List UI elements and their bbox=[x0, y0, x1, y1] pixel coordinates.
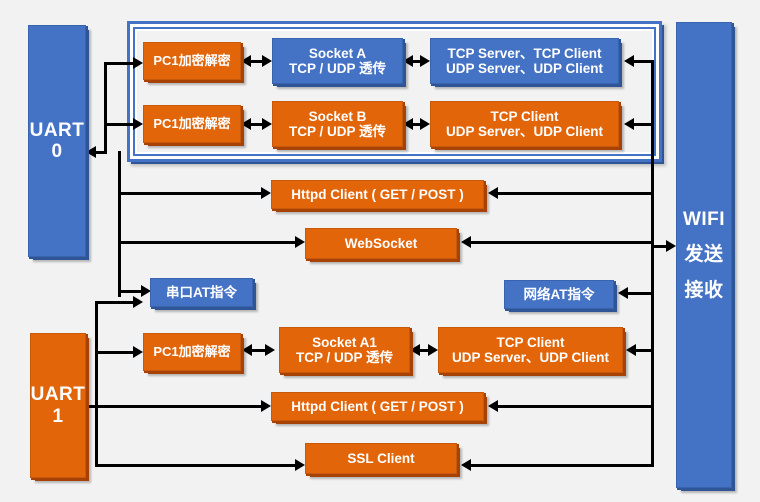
uart1-crypto-in-line bbox=[95, 351, 138, 354]
uart0-websocket-in-arrow bbox=[295, 236, 305, 248]
uart1-at-feed-line bbox=[95, 301, 138, 304]
uart0-label-line2: 0 bbox=[51, 141, 63, 162]
uart0-row2-link2-arrow-right bbox=[420, 118, 430, 130]
uart0-row2-link1 bbox=[248, 123, 268, 126]
wifi-to-network-at-line bbox=[627, 292, 653, 295]
uart1-label-line2: 1 bbox=[52, 405, 64, 427]
wifi-label-line2: 发送 bbox=[684, 244, 724, 266]
serial-at-command[interactable]: 串口AT指令 bbox=[150, 278, 253, 307]
uart0-row2-in-line bbox=[104, 123, 138, 126]
uart0-pillar[interactable]: UART 0 bbox=[28, 25, 86, 257]
uart1-pc1-crypto[interactable]: PC1加密解密 bbox=[143, 333, 241, 371]
uart0-row1-link1-arrow-left bbox=[241, 55, 251, 67]
uart1-label-line1: UART bbox=[30, 384, 86, 406]
uart0-websocket[interactable]: WebSocket bbox=[305, 228, 457, 259]
uart1-ssl-client[interactable]: SSL Client bbox=[305, 443, 457, 474]
uart1-socket-a1[interactable]: Socket A1 TCP / UDP 透传 bbox=[279, 327, 410, 373]
uart1-link2-arrow-left bbox=[410, 344, 420, 356]
uart0-row1-tcp-udp-roles[interactable]: TCP Server、TCP Client UDP Server、UDP Cli… bbox=[430, 38, 619, 84]
uart0-httpd-in-arrow bbox=[261, 187, 271, 199]
wifi-to-websocket-line bbox=[470, 241, 653, 244]
uart1-link2 bbox=[418, 349, 434, 352]
wifi-to-network-at-arrow bbox=[618, 287, 628, 299]
uart0-row2-link2 bbox=[410, 123, 426, 126]
wifi-right-trunk bbox=[651, 60, 654, 467]
wifi-pillar[interactable]: WIFI 发送 接收 bbox=[676, 22, 732, 488]
uart1-left-trunk bbox=[95, 301, 98, 465]
uart0-row1-in-arrow bbox=[133, 57, 143, 69]
wifi-label-line3: 接收 bbox=[684, 279, 724, 301]
wifi-to-row2-line bbox=[633, 123, 653, 126]
wifi-to-uart1-httpd-arrow bbox=[488, 400, 498, 412]
wifi-to-row1-arrow bbox=[624, 55, 634, 67]
wifi-to-row2-arrow bbox=[624, 118, 634, 130]
uart1-httpd-in-arrow bbox=[261, 400, 271, 412]
uart0-row2-link2-arrow-left bbox=[403, 118, 413, 130]
uart1-link1-arrow-left bbox=[242, 344, 252, 356]
serial-at-in-line bbox=[118, 290, 146, 293]
wifi-to-httpd-arrow bbox=[488, 187, 498, 199]
uart0-row2-pc1-crypto[interactable]: PC1加密解密 bbox=[143, 105, 241, 143]
uart0-return-arrow bbox=[86, 146, 96, 158]
uart0-row1-link1-arrow-right bbox=[262, 55, 272, 67]
uart0-httpd-client[interactable]: Httpd Client ( GET / POST ) bbox=[271, 180, 484, 209]
uart1-link1-arrow-right bbox=[265, 344, 275, 356]
uart1-link1 bbox=[250, 349, 271, 352]
uart0-row1-link2-arrow-left bbox=[403, 55, 413, 67]
uart0-row1-socket-a[interactable]: Socket A TCP / UDP 透传 bbox=[272, 38, 403, 84]
trunk-to-wifi-arrow bbox=[666, 240, 676, 252]
wifi-to-uart1-roles-arrow bbox=[626, 344, 636, 356]
wifi-to-ssl-line bbox=[470, 464, 653, 467]
uart0-row1-pc1-crypto[interactable]: PC1加密解密 bbox=[143, 42, 241, 80]
uart0-row2-link1-arrow-right bbox=[262, 118, 272, 130]
wifi-to-websocket-arrow bbox=[461, 236, 471, 248]
uart1-ssl-in-line bbox=[95, 464, 300, 467]
uart0-return-line bbox=[95, 151, 107, 154]
uart0-row1-link1 bbox=[248, 60, 268, 63]
uart1-tcp-udp-roles[interactable]: TCP Client UDP Server、UDP Client bbox=[438, 327, 623, 373]
uart0-row1-link2 bbox=[410, 60, 426, 63]
wifi-label-line1: WIFI bbox=[682, 209, 726, 231]
uart0-label-line1: UART bbox=[29, 119, 85, 141]
uart0-row1-in-line bbox=[104, 62, 138, 65]
wifi-to-uart1-httpd-line bbox=[497, 405, 653, 408]
wifi-to-row1-line bbox=[633, 60, 653, 63]
left-bus-vertical bbox=[118, 151, 121, 297]
trunk-to-wifi-line bbox=[651, 245, 671, 248]
uart0-row1-link2-arrow-right bbox=[420, 55, 430, 67]
uart1-link2-arrow-right bbox=[428, 344, 438, 356]
network-at-command[interactable]: 网络AT指令 bbox=[504, 280, 614, 309]
uart0-websocket-in-line bbox=[118, 241, 300, 244]
uart0-row2-tcp-udp-roles[interactable]: TCP Client UDP Server、UDP Client bbox=[430, 101, 619, 147]
uart1-pillar[interactable]: UART 1 bbox=[30, 333, 86, 478]
wifi-to-uart1-roles-line bbox=[635, 349, 653, 352]
uart1-httpd-bus-line bbox=[86, 405, 266, 408]
serial-at-in-arrow bbox=[141, 285, 151, 297]
uart0-row2-socket-b[interactable]: Socket B TCP / UDP 透传 bbox=[272, 101, 403, 147]
uart1-httpd-client[interactable]: Httpd Client ( GET / POST ) bbox=[271, 392, 484, 421]
uart0-httpd-in-line bbox=[118, 192, 266, 195]
uart1-ssl-in-arrow bbox=[295, 459, 305, 471]
uart0-row2-in-arrow bbox=[133, 118, 143, 130]
uart0-row2-link1-arrow-left bbox=[241, 118, 251, 130]
uart0-left-trunk bbox=[104, 62, 107, 154]
wifi-to-httpd-line bbox=[497, 192, 653, 195]
wifi-to-ssl-arrow bbox=[461, 459, 471, 471]
uart1-at-feed-arrow bbox=[133, 296, 143, 308]
uart1-crypto-in-arrow bbox=[133, 346, 143, 358]
